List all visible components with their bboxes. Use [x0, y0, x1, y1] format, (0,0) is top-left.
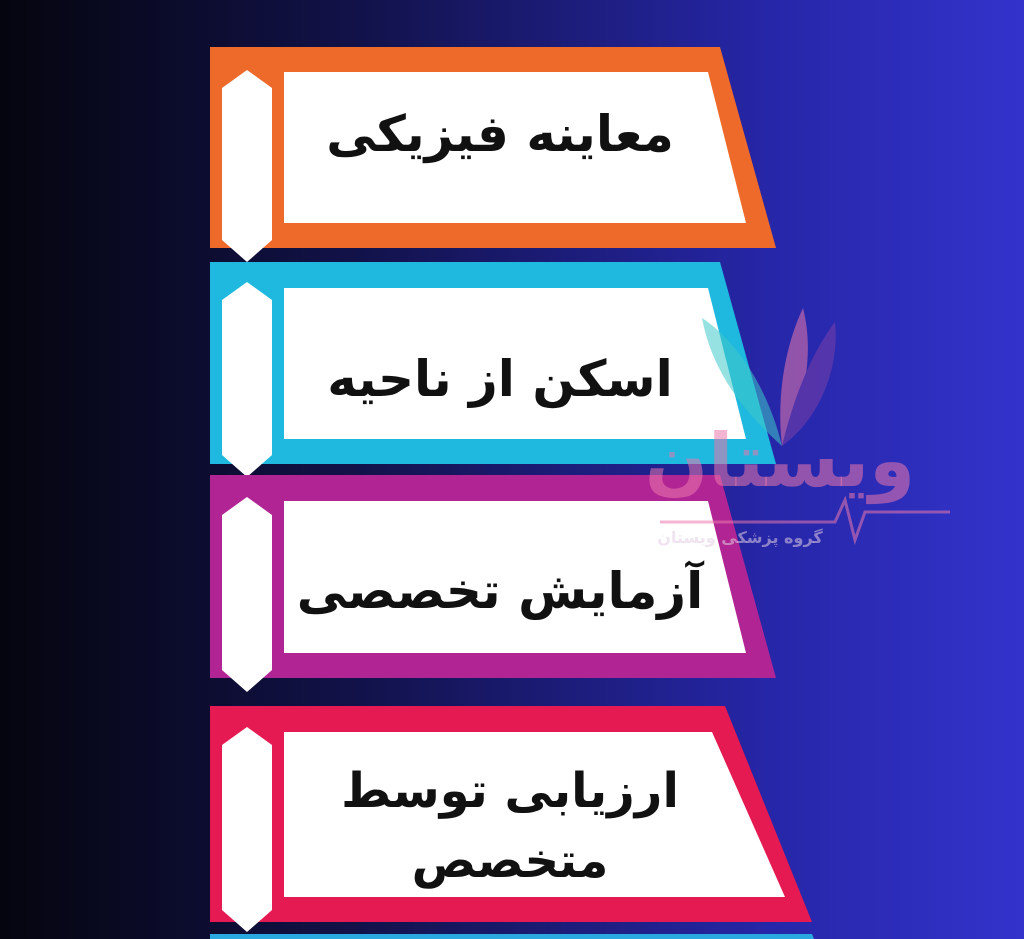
next-step-frame	[210, 934, 814, 939]
step-2-shape	[210, 262, 776, 477]
step-2-panel	[284, 288, 746, 439]
step-3-shape	[210, 475, 776, 692]
step-4-panel	[284, 732, 785, 897]
leaf-pink-icon	[780, 308, 808, 446]
leaf-purple-icon	[782, 322, 836, 446]
step-4-label: ارزیابی توسط متخصص	[341, 763, 679, 889]
watermark-tagline: گروه پزشکی ویستان	[657, 528, 823, 547]
step-2-chevron-icon	[222, 282, 272, 477]
step-1-chevron-icon	[222, 70, 272, 262]
pulse-line-icon	[660, 495, 950, 546]
step-4-chevron-icon	[222, 727, 272, 932]
step-1-shape	[210, 47, 776, 262]
step-3-label: آزمایش تخصصی	[296, 562, 704, 620]
step-1-panel	[284, 72, 746, 223]
step-4-shape	[210, 706, 812, 932]
step-3-panel	[284, 501, 746, 653]
leaf-teal-icon	[702, 318, 782, 446]
step-1-label: معاینه فیزیکی	[326, 105, 674, 163]
step-3-chevron-icon	[222, 497, 272, 692]
watermark-logo	[660, 308, 950, 546]
step-2-label: اسکن از ناحیه	[327, 350, 673, 408]
watermark-brand: ویستان	[644, 418, 916, 504]
